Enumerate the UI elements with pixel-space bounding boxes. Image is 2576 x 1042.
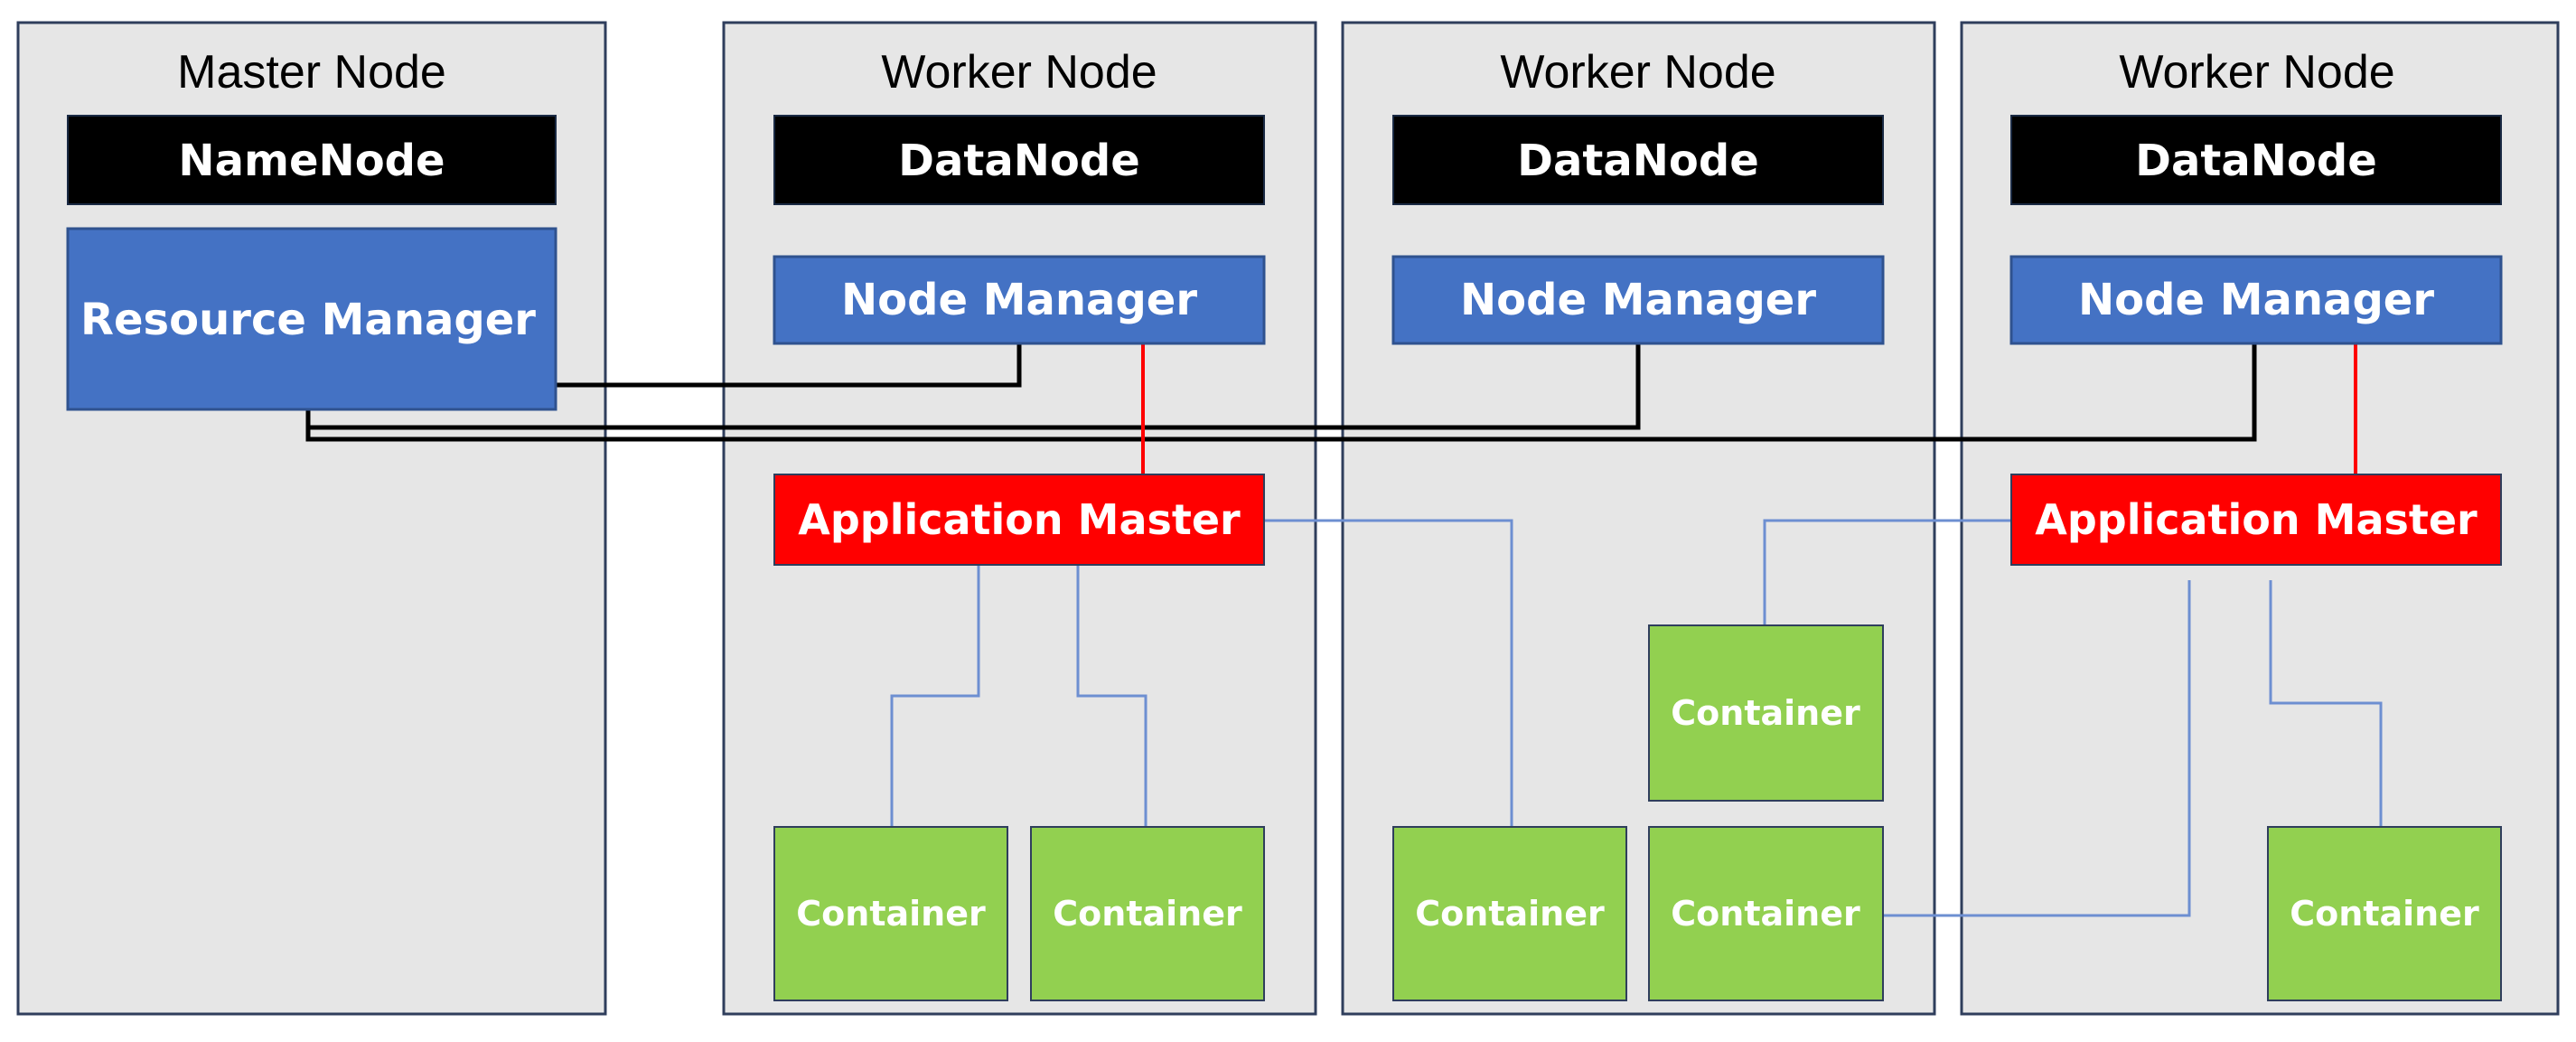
worker-node-2-title: Worker Node xyxy=(1500,46,1775,99)
namenode-box: NameNode xyxy=(67,115,557,205)
rm-to-nm2-line xyxy=(305,343,1641,430)
worker-1-container-1-box: Container xyxy=(773,826,1008,1001)
worker-1-container-1-label: Container xyxy=(796,894,986,934)
resource-manager-label: Resource Manager xyxy=(80,295,536,345)
am1-to-container-1-line xyxy=(890,566,980,827)
worker-2-container-1-box: Container xyxy=(1648,624,1884,802)
worker-3-container-1-box: Container xyxy=(2267,826,2502,1001)
worker-1-datanode-label: DataNode xyxy=(898,136,1140,186)
worker-2-datanode-box: DataNode xyxy=(1392,115,1884,205)
worker-2-datanode-label: DataNode xyxy=(1517,136,1759,186)
worker-3-application-master-box: Application Master xyxy=(2010,474,2502,566)
worker-3-datanode-box: DataNode xyxy=(2010,115,2502,205)
rm-to-nm1-line xyxy=(555,343,1022,388)
worker-2-container-1-label: Container xyxy=(1671,693,1860,733)
worker-2-node-manager-label: Node Manager xyxy=(1460,275,1816,325)
rm-to-nm3-line xyxy=(305,343,2257,442)
worker-1-datanode-box: DataNode xyxy=(773,115,1265,205)
am3-to-container-5-line xyxy=(1884,580,2191,917)
am1-to-container-2-line xyxy=(1076,566,1147,827)
worker-1-node-manager-label: Node Manager xyxy=(841,275,1197,325)
worker-3-application-master-label: Application Master xyxy=(2035,495,2478,544)
worker-3-container-1-label: Container xyxy=(2290,894,2479,934)
am3-to-container-4-line xyxy=(1763,519,2011,625)
worker-1-node-manager-box: Node Manager xyxy=(773,255,1266,345)
resource-manager-box: Resource Manager xyxy=(66,227,557,411)
namenode-label: NameNode xyxy=(178,136,445,186)
worker-1-container-2-label: Container xyxy=(1053,894,1242,934)
worker-3-node-manager-label: Node Manager xyxy=(2078,275,2434,325)
master-node-title: Master Node xyxy=(177,46,446,99)
am3-to-container-6-line xyxy=(2269,580,2383,827)
worker-1-application-master-label: Application Master xyxy=(798,495,1241,544)
worker-1-application-master-box: Application Master xyxy=(773,474,1265,566)
worker-3-datanode-label: DataNode xyxy=(2135,136,2377,186)
worker-2-container-3-box: Container xyxy=(1648,826,1884,1001)
worker-3-node-manager-box: Node Manager xyxy=(2009,255,2503,345)
worker-node-3-title: Worker Node xyxy=(2119,46,2394,99)
worker-2-container-2-label: Container xyxy=(1415,894,1605,934)
worker-node-1-title: Worker Node xyxy=(881,46,1157,99)
am1-to-container-3-line xyxy=(1263,519,1513,827)
worker-2-container-2-box: Container xyxy=(1392,826,1627,1001)
worker-1-container-2-box: Container xyxy=(1030,826,1265,1001)
worker-2-node-manager-box: Node Manager xyxy=(1391,255,1885,345)
worker-2-container-3-label: Container xyxy=(1671,894,1860,934)
